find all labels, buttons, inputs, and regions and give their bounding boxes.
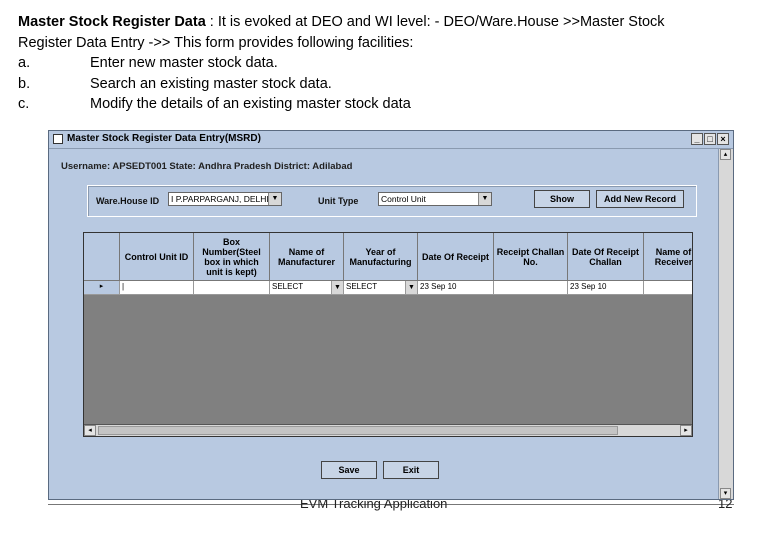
doc-heading: Master Stock Register Data xyxy=(18,14,206,30)
unit-type-select[interactable]: Control Unit ▼ xyxy=(378,192,492,206)
unit-type-select-value: Control Unit xyxy=(381,194,426,204)
warehouse-label: Ware.House ID xyxy=(96,196,160,206)
doc-item-text: Modify the details of an existing master… xyxy=(90,96,411,112)
doc-line-2: Register Data Entry ->> This form provid… xyxy=(18,34,414,51)
scroll-right-icon[interactable]: ▸ xyxy=(680,425,692,436)
year-select-value: SELECT xyxy=(346,282,378,291)
scroll-up-icon[interactable]: ▴ xyxy=(720,149,731,160)
col-name-receiver[interactable]: Name of Receiver xyxy=(644,233,692,281)
doc-item-mark: a. xyxy=(18,55,31,71)
doc-list-item: c. Modify the details of an existing mas… xyxy=(18,94,768,115)
dropdown-arrow-icon[interactable]: ▼ xyxy=(268,193,281,205)
manufacturer-select-value: SELECT xyxy=(272,282,304,291)
col-date-receipt-challan[interactable]: Date Of Receipt Challan xyxy=(568,233,644,281)
doc-list-item: a. Enter new master stock data. xyxy=(18,53,768,74)
scroll-left-icon[interactable]: ◂ xyxy=(84,425,96,436)
cell-date-receipt[interactable]: 23 Sep 10 xyxy=(418,281,494,295)
dropdown-arrow-icon[interactable]: ▼ xyxy=(405,281,417,294)
cell-box-number[interactable] xyxy=(194,281,270,295)
doc-line-1: Master Stock Register Data : It is evoke… xyxy=(18,12,768,33)
scroll-thumb[interactable] xyxy=(98,426,618,435)
window-controls: _ □ × xyxy=(691,133,729,145)
user-info: Username: APSEDT001 State: Andhra Prades… xyxy=(61,161,353,172)
doc-item-text: Search an existing master stock data. xyxy=(90,75,332,92)
show-button[interactable]: Show xyxy=(534,190,590,208)
close-button[interactable]: × xyxy=(717,133,729,145)
col-control-unit-id[interactable]: Control Unit ID xyxy=(120,233,194,281)
scroll-down-icon[interactable]: ▾ xyxy=(720,488,731,499)
cell-name-receiver[interactable] xyxy=(644,281,692,295)
window-titlebar[interactable]: Master Stock Register Data Entry(MSRD) _… xyxy=(49,131,733,149)
dropdown-arrow-icon[interactable]: ▼ xyxy=(331,281,343,294)
cell-manufacturer[interactable]: SELECT ▼ xyxy=(270,281,344,295)
col-box-number[interactable]: Box Number(Steel box in which unit is ke… xyxy=(194,233,270,281)
footer-divider xyxy=(48,504,734,505)
app-icon xyxy=(53,134,63,144)
add-new-record-button[interactable]: Add New Record xyxy=(596,190,684,208)
window-vertical-scrollbar[interactable]: ▴ ▾ xyxy=(718,149,733,499)
cell-year-manufacturing[interactable]: SELECT ▼ xyxy=(344,281,418,295)
exit-button[interactable]: Exit xyxy=(383,461,439,479)
cell-control-unit-id[interactable]: | xyxy=(120,281,194,295)
col-receipt-challan-no[interactable]: Receipt Challan No. xyxy=(494,233,568,281)
grid-header-corner xyxy=(84,233,120,281)
document-text: Master Stock Register Data : It is evoke… xyxy=(18,12,768,115)
grid-horizontal-scrollbar[interactable]: ◂ ▸ xyxy=(84,424,692,436)
warehouse-select[interactable]: I P.PARPARGANJ, DELHI ▼ xyxy=(168,192,282,206)
warehouse-select-value: I P.PARPARGANJ, DELHI xyxy=(171,194,269,204)
filter-panel: Ware.House ID I P.PARPARGANJ, DELHI ▼ Un… xyxy=(87,185,697,217)
dropdown-arrow-icon[interactable]: ▼ xyxy=(478,193,491,205)
col-year-manufacturing[interactable]: Year of Manufacturing xyxy=(344,233,418,281)
doc-item-mark: b. xyxy=(18,75,31,92)
msrd-window: Master Stock Register Data Entry(MSRD) _… xyxy=(48,130,734,500)
col-date-receipt[interactable]: Date Of Receipt xyxy=(418,233,494,281)
row-indicator-icon[interactable]: ▸ xyxy=(84,281,120,295)
doc-list-item: b. Search an existing master stock data. xyxy=(18,74,768,95)
col-manufacturer[interactable]: Name of Manufacturer xyxy=(270,233,344,281)
doc-item-mark: c. xyxy=(18,96,30,112)
cell-receipt-challan-no[interactable] xyxy=(494,281,568,295)
maximize-button[interactable]: □ xyxy=(704,133,716,145)
doc-line-1-rest: : It is evoked at DEO and WI level: - DE… xyxy=(205,14,665,30)
stock-data-grid[interactable]: Control Unit ID Box Number(Steel box in … xyxy=(83,232,693,437)
minimize-button[interactable]: _ xyxy=(691,133,703,145)
window-title: Master Stock Register Data Entry(MSRD) xyxy=(67,133,261,144)
doc-item-text: Enter new master stock data. xyxy=(90,55,278,71)
table-row[interactable]: ▸ | SELECT ▼ SELECT ▼ 23 Sep 10 23 Sep 1… xyxy=(84,281,692,295)
unit-type-label: Unit Type xyxy=(318,196,359,206)
save-button[interactable]: Save xyxy=(321,461,377,479)
grid-header: Control Unit ID Box Number(Steel box in … xyxy=(84,233,692,281)
cell-date-receipt-challan[interactable]: 23 Sep 10 xyxy=(568,281,644,295)
